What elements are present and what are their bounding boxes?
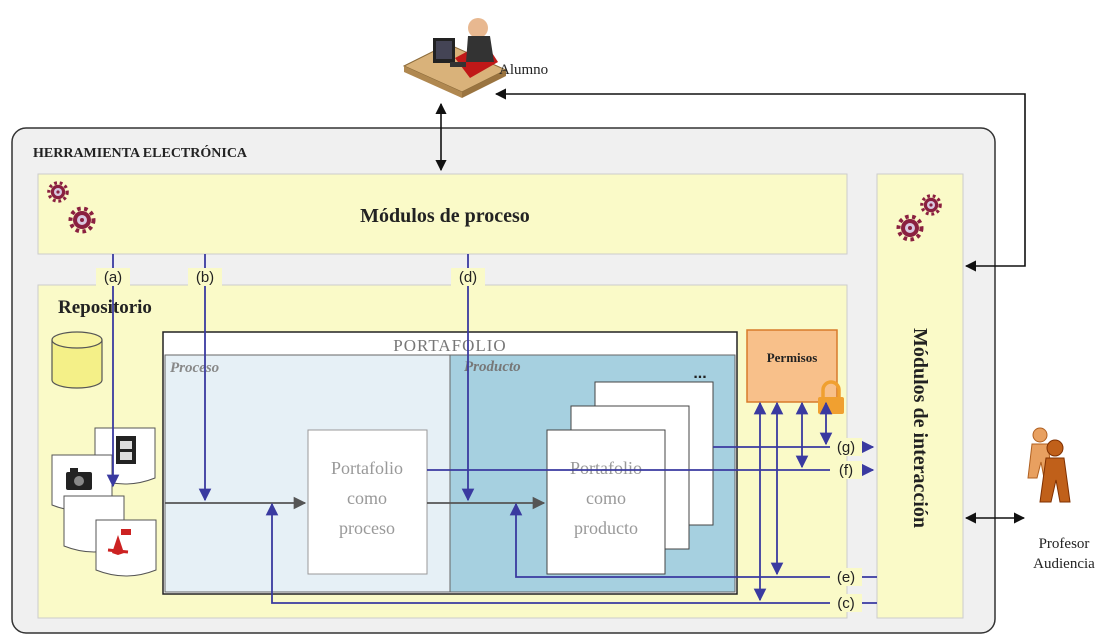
audience-label: Audiencia	[1033, 556, 1095, 572]
permissions-label: Permisos	[767, 350, 818, 365]
film-icon	[116, 436, 136, 464]
connector-d: (d)	[459, 269, 477, 286]
repository-label: Repositorio	[58, 297, 152, 318]
connector-f: (f)	[839, 462, 853, 479]
teacher-label: Profesor	[1039, 536, 1090, 552]
connector-b: (b)	[196, 269, 214, 286]
student-at-desk-icon	[404, 18, 506, 98]
product-area-label: Producto	[464, 359, 521, 375]
student-label: Alumno	[499, 62, 548, 78]
process-portfolio-line-3: proceso	[339, 518, 395, 538]
product-portfolio-line-2: como	[586, 488, 626, 508]
connector-e: (e)	[837, 569, 855, 586]
connector-a: (a)	[104, 269, 122, 286]
people-icon	[1028, 428, 1070, 502]
product-portfolio-line-1: Portafolio	[570, 458, 642, 478]
process-portfolio-line-1: Portafolio	[331, 458, 403, 478]
interaction-modules-label: Módulos de interacción	[909, 328, 931, 528]
connector-c: (c)	[837, 595, 855, 612]
process-area-label: Proceso	[170, 360, 219, 376]
tool-title: HERRAMIENTA ELECTRÓNICA	[33, 144, 248, 161]
portfolio-title: PORTAFOLIO	[393, 336, 506, 355]
connector-g: (g)	[837, 439, 855, 456]
process-modules-label: Módulos de proceso	[360, 205, 530, 227]
product-portfolio-line-3: producto	[574, 518, 638, 538]
product-ellipsis: ...	[693, 365, 706, 382]
process-portfolio-line-2: como	[347, 488, 387, 508]
database-icon	[52, 332, 102, 388]
